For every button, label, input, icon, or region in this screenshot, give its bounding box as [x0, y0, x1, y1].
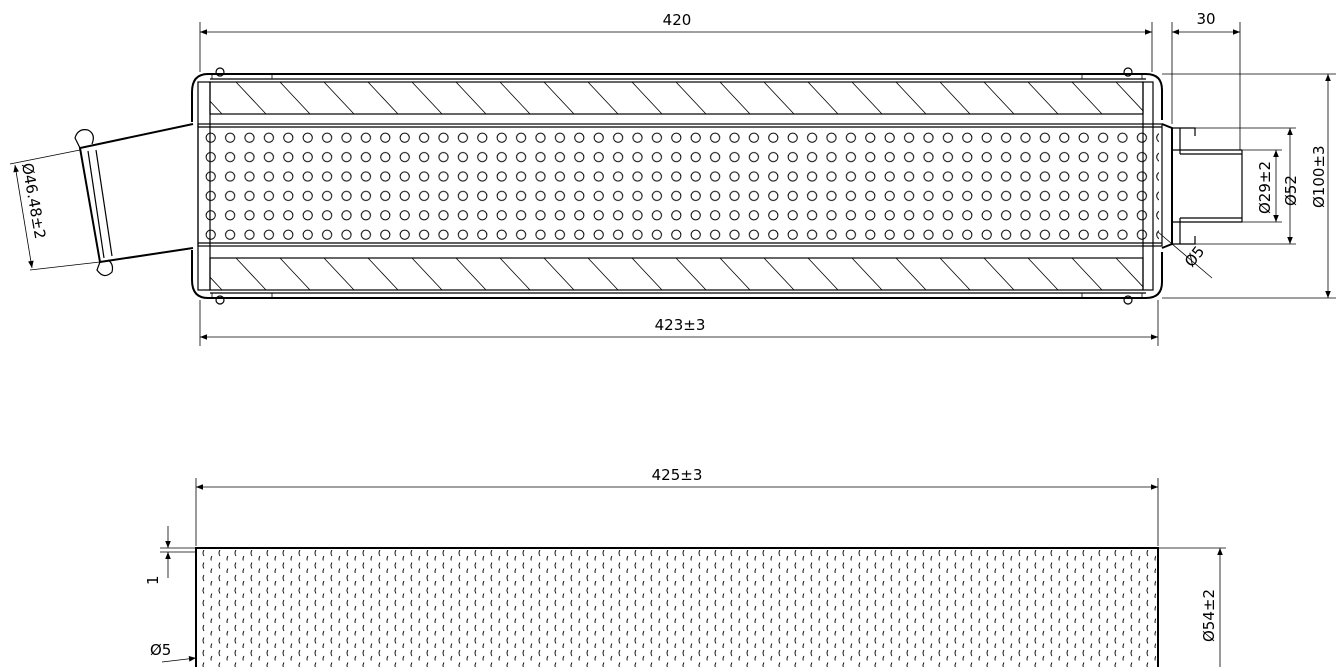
hatch-line: [279, 257, 311, 291]
hatch-line: [499, 81, 531, 115]
hatch-line: [367, 257, 399, 291]
hatch-line: [543, 81, 575, 115]
hatch-line: [209, 276, 223, 291]
perforated-sheet-view: [195, 547, 1159, 667]
perforation-holes: [201, 128, 1159, 242]
hatch-line: [631, 81, 663, 115]
hatch-line: [209, 100, 223, 115]
hatch-line: [323, 257, 355, 291]
dim-outlet-inner: Ø29±2: [1256, 161, 1274, 214]
hatch-line: [1115, 81, 1144, 112]
hatch-line: [1071, 257, 1103, 291]
dim-sheet-diameter: Ø54±2: [1200, 589, 1218, 642]
dim-body-diameter: Ø100±3: [1310, 145, 1328, 208]
hatch-line: [455, 81, 487, 115]
hatch-line: [939, 81, 971, 115]
hatch-line: [763, 81, 795, 115]
hatch-line: [983, 257, 1015, 291]
dim-sheet-thickness: 1: [144, 575, 162, 585]
louver-pattern: [198, 550, 1156, 667]
hatch-line: [895, 257, 927, 291]
outer-shell: [208, 73, 1163, 120]
hatch-line: [543, 257, 575, 291]
hatch-line: [807, 81, 839, 115]
hatch-line: [631, 257, 663, 291]
hatch-line: [235, 81, 267, 115]
dim-hole-diameter: Ø5: [1181, 243, 1208, 271]
dim-length-420: 420: [663, 11, 692, 29]
hatch-line: [1071, 81, 1103, 115]
hatch-line: [279, 81, 311, 115]
hatch-line: [807, 257, 839, 291]
dim-outlet-flange: Ø52: [1282, 175, 1300, 206]
hatch-line: [1027, 257, 1059, 291]
hatch-line: [851, 257, 883, 291]
hatch-line: [455, 257, 487, 291]
outlet-pipe: [1161, 123, 1243, 249]
hatch-line: [939, 257, 971, 291]
hatch-line: [719, 81, 751, 115]
hatch-line: [323, 81, 355, 115]
hatch-line: [499, 257, 531, 291]
hatch-line: [851, 81, 883, 115]
perforated-sheet: [195, 547, 1159, 667]
hatch-line: [719, 257, 751, 291]
hatch-line: [235, 257, 267, 291]
dim-sheet-length: 425±3: [652, 466, 703, 484]
hatch-line: [411, 81, 443, 115]
hatch-line: [895, 81, 927, 115]
hatch-line: [1115, 257, 1144, 288]
hatch-line: [587, 257, 619, 291]
dim-outlet-length: 30: [1196, 10, 1215, 28]
dim-overall-length: 423±3: [655, 316, 706, 334]
hatch-line: [675, 257, 707, 291]
hatch-line: [1027, 81, 1059, 115]
dim-sheet-hole: Ø5: [150, 641, 171, 659]
hatch-line: [675, 81, 707, 115]
muffler-section-view: [74, 67, 1243, 305]
inlet-pipe: [74, 123, 194, 277]
hatch-line: [411, 257, 443, 291]
hatch-line: [367, 81, 399, 115]
hatch-line: [983, 81, 1015, 115]
hatch-line: [763, 257, 795, 291]
hatch-line: [587, 81, 619, 115]
dim-inlet-diameter: Ø46.48±2: [18, 162, 49, 241]
bottom-view-dimensions: 425±3 1 Ø54±2 Ø5: [144, 466, 1226, 667]
